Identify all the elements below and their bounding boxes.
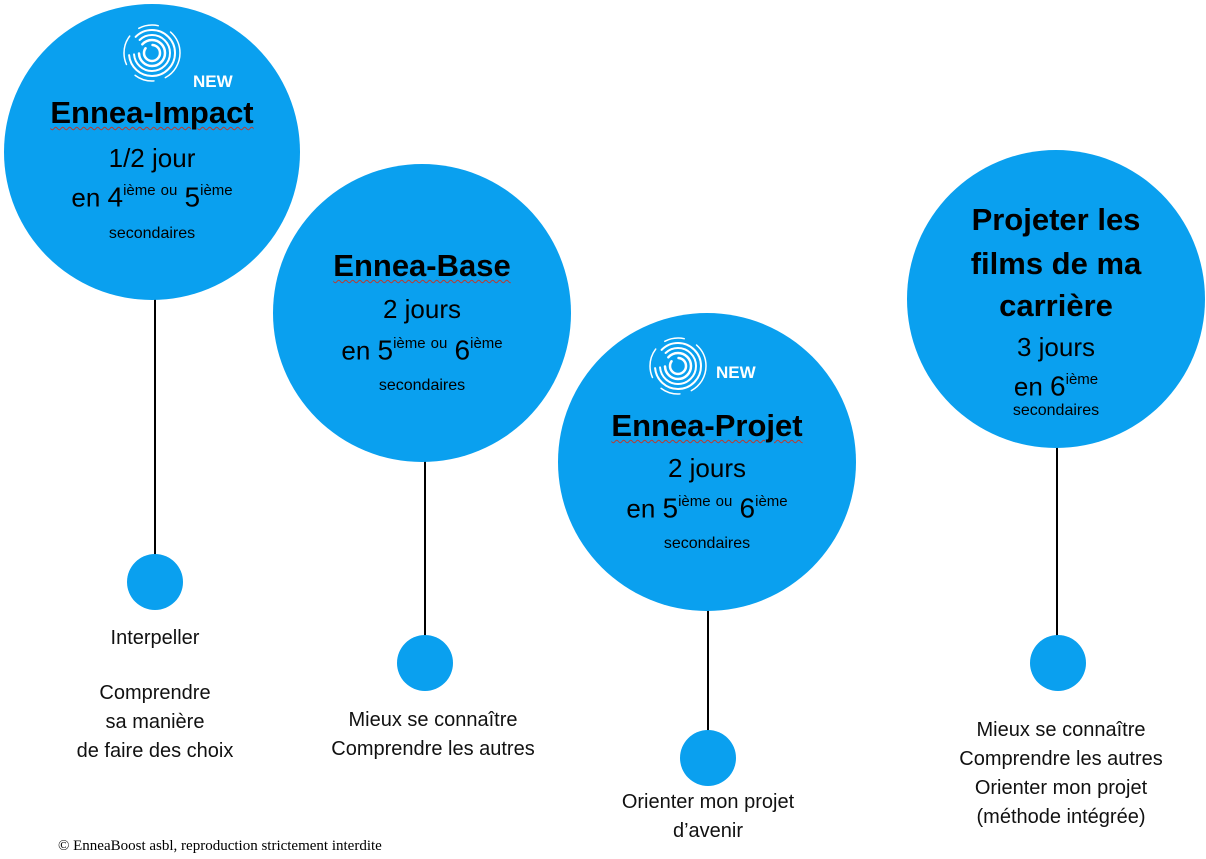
module-circle-base [273, 164, 571, 462]
connector-line-impact [154, 290, 156, 560]
caption-line: Orienter mon projet [974, 777, 1148, 799]
level-prefix: en [626, 493, 656, 524]
caption-line: Orienter mon projet [621, 791, 795, 813]
module-duration: 1/2 jour [108, 143, 196, 173]
level-year-a-sup: ième [393, 335, 426, 352]
level-prefix: en [71, 182, 101, 213]
module-title-line: Projeter les [971, 202, 1141, 237]
level-year-a: 4 [107, 181, 124, 213]
module-caption: Mieux se connaître Comprendre les autres [298, 706, 568, 764]
level-year-b-sup: ième [755, 493, 788, 510]
level-year-b: 5 [184, 181, 201, 213]
module-caption: Interpeller Comprendre sa manière de fai… [30, 624, 280, 766]
caption-line: Comprendre les autres [331, 738, 535, 760]
connector-line-projet [707, 600, 709, 750]
level-year-a-sup: ième [1065, 371, 1099, 388]
level-year-b: 6 [739, 492, 756, 524]
level-year-a: 6 [1050, 370, 1066, 402]
module-title: Ennea-Base [333, 248, 511, 283]
module-level-secondaires: secondaires [1012, 402, 1100, 419]
module-title: Ennea-Impact [50, 95, 254, 130]
level-year-b-sup: ième [470, 335, 503, 352]
caption-line: Comprendre [99, 682, 211, 704]
milestone-dot-films [1030, 635, 1086, 691]
caption-line: Mieux se connaître [348, 709, 518, 731]
level-joiner: ou [430, 335, 448, 352]
level-joiner: ou [715, 493, 733, 510]
module-circle-films [907, 150, 1205, 448]
level-year-b-sup: ième [200, 182, 233, 199]
module-duration: 2 jours [667, 453, 747, 483]
module-title-line: carrière [999, 288, 1113, 323]
level-prefix: en [1013, 371, 1043, 402]
caption-line: Comprendre les autres [959, 748, 1163, 770]
module-title: Ennea-Projet [611, 408, 803, 443]
module-duration: 3 jours [1016, 332, 1096, 362]
caption-line: Interpeller [110, 627, 200, 649]
module-level-secondaires: secondaires [663, 535, 751, 552]
module-circle-impact [4, 4, 300, 300]
level-year-b: 6 [454, 334, 471, 366]
module-circle-projet [558, 313, 856, 611]
level-year-a-sup: ième [123, 182, 156, 199]
connector-line-base [424, 448, 426, 636]
module-caption: Orienter mon projet d’avenir [578, 788, 838, 846]
caption-line: sa manière [105, 711, 205, 733]
module-level-secondaires: secondaires [108, 225, 196, 242]
level-prefix: en [341, 335, 371, 366]
level-year-a: 5 [377, 334, 394, 366]
ennea-logo-icon [649, 337, 707, 395]
copyright-notice: © EnneaBoost asbl, reproduction strictem… [58, 838, 382, 854]
caption-line: d’avenir [672, 820, 744, 842]
new-badge: NEW [716, 363, 756, 382]
caption-line: de faire des choix [76, 740, 234, 762]
milestone-dot-projet [680, 730, 736, 786]
level-year-a: 5 [662, 492, 679, 524]
ennea-logo-icon [123, 24, 181, 82]
milestone-dot-impact [127, 554, 183, 610]
module-title-line: films de ma [970, 246, 1142, 281]
milestone-dot-base [397, 635, 453, 691]
caption-line: (méthode intégrée) [976, 806, 1146, 828]
level-year-a-sup: ième [678, 493, 711, 510]
module-caption: Mieux se connaître Comprendre les autres… [916, 716, 1206, 832]
level-joiner: ou [160, 182, 178, 199]
new-badge: NEW [193, 72, 233, 91]
module-duration: 2 jours [382, 294, 462, 324]
module-level-secondaires: secondaires [378, 377, 466, 394]
caption-line: Mieux se connaître [976, 719, 1146, 741]
module-level: en 6ième [907, 372, 1205, 400]
connector-line-films [1056, 440, 1058, 638]
